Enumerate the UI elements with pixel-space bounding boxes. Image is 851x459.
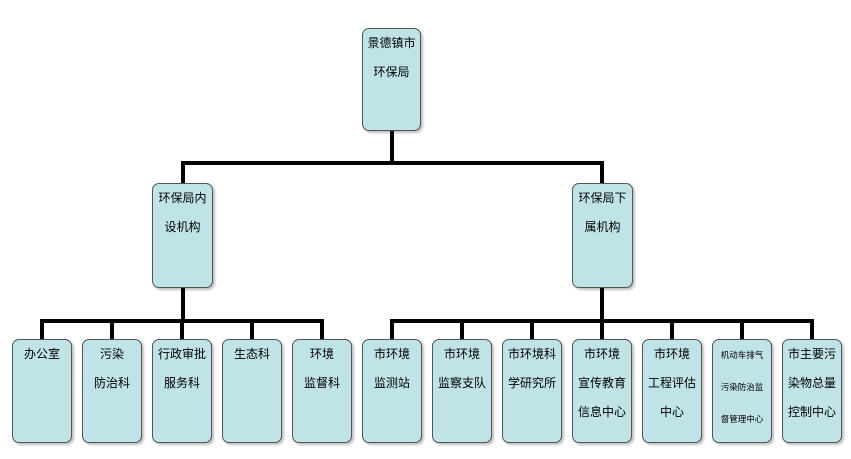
node-text: 景德镇市	[367, 36, 416, 50]
node-text: 环保局	[373, 65, 410, 79]
node-text: 中心	[659, 405, 684, 419]
node-text: 服务科	[163, 376, 200, 390]
node-monitoring-station: 市环境 监测站	[362, 339, 422, 443]
node-text: 市环境	[653, 347, 690, 361]
node-engineering-assessment-center: 市环境 工程评估 中心	[642, 339, 702, 443]
node-text: 学研究所	[507, 376, 556, 390]
node-text: 控制中心	[787, 405, 836, 419]
node-text: 信息中心	[577, 405, 626, 419]
node-text: 属机构	[584, 220, 621, 234]
node-text: 生态科	[233, 347, 270, 361]
node-text: 监督科	[303, 376, 340, 390]
node-internal-departments: 环保局内 设机构	[152, 183, 213, 288]
node-text: 机动车排气	[720, 351, 764, 361]
node-text: 监察支队	[437, 376, 486, 390]
node-text: 办公室	[23, 347, 60, 361]
node-text: 宣传教育	[577, 376, 626, 390]
node-text: 环保局内	[158, 191, 207, 205]
node-vehicle-exhaust-center: 机动车排气 污染防治监 督管理中心	[712, 339, 772, 443]
node-ecology-section: 生态科	[222, 339, 282, 443]
node-text: 市环境	[583, 347, 620, 361]
node-text: 设机构	[164, 220, 201, 234]
node-text: 市主要污	[787, 347, 836, 361]
node-office: 办公室	[12, 339, 72, 443]
node-text: 防治科	[93, 376, 130, 390]
node-text: 环保局下	[578, 191, 627, 205]
node-admin-approval-section: 行政审批 服务科	[152, 339, 212, 443]
node-text: 市环境科	[507, 347, 556, 361]
node-text: 污染	[99, 347, 124, 361]
node-subordinate-institutions: 环保局下 属机构	[572, 183, 633, 288]
node-text: 工程评估	[647, 376, 696, 390]
node-inspection-brigade: 市环境 监察支队	[432, 339, 492, 443]
node-text: 市环境	[373, 347, 410, 361]
node-environment-supervision-section: 环境 监督科	[292, 339, 352, 443]
node-text: 监测站	[373, 376, 410, 390]
node-text: 督管理中心	[720, 415, 764, 425]
node-publicity-education-center: 市环境 宣传教育 信息中心	[572, 339, 632, 443]
node-text: 环境	[309, 347, 334, 361]
node-pollution-control-section: 污染 防治科	[82, 339, 142, 443]
node-text: 市环境	[443, 347, 480, 361]
node-text: 行政审批	[157, 347, 206, 361]
node-pollutant-total-control-center: 市主要污 染物总量 控制中心	[782, 339, 842, 443]
node-text: 污染防治监	[720, 383, 764, 393]
node-text: 染物总量	[787, 376, 836, 390]
node-research-institute: 市环境科 学研究所	[502, 339, 562, 443]
node-root-bureau: 景德镇市 环保局	[362, 28, 421, 131]
